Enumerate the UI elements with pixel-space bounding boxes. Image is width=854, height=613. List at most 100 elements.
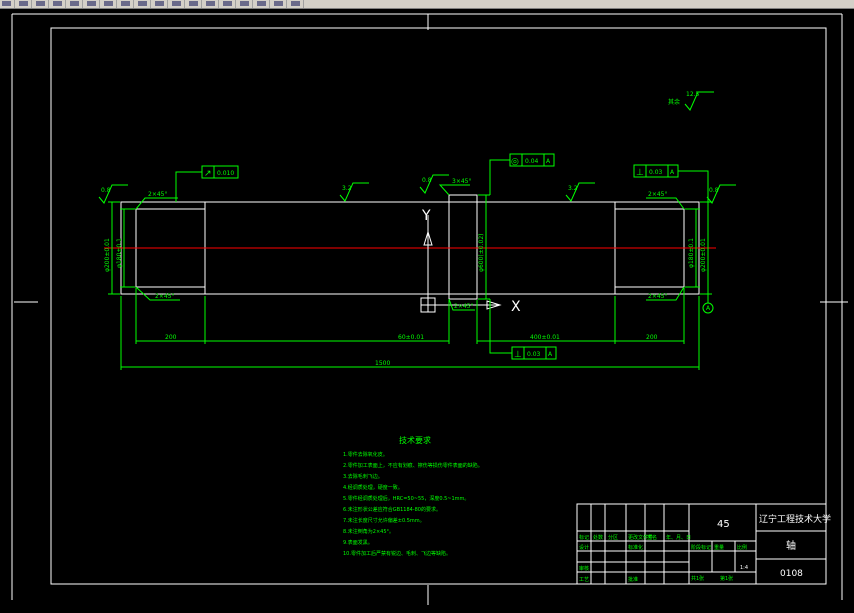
open-button[interactable] xyxy=(17,0,32,8)
rough-corner-note: 其余 xyxy=(668,98,680,106)
zoom-previous-button[interactable] xyxy=(204,0,219,8)
drawing-frame xyxy=(50,27,827,585)
open-icon xyxy=(19,1,28,6)
tech-item: 2.零件加工表面上，不应有划痕、擦伤等损伤零件表面的缺陷。 xyxy=(343,462,483,469)
dim-collar-pos: 60±0.01 xyxy=(398,334,424,341)
dim-right-outer: φ200±0.01 xyxy=(700,238,707,272)
rough-collar: 0.8 xyxy=(422,177,432,184)
tol-conc-value: 0.04 xyxy=(525,158,539,165)
tol-perp-bottom-symbol: ⊥ xyxy=(514,350,522,360)
rough-corner: 12.5 xyxy=(686,91,700,98)
dim-left-len: 200 xyxy=(165,334,177,341)
chamfer-collar-bottom: 2×45° xyxy=(454,303,473,310)
tech-title: 技术要求 xyxy=(399,435,431,445)
paste-icon xyxy=(104,1,113,6)
pan-icon xyxy=(155,1,164,6)
tb-cell: 第1张 xyxy=(720,575,733,582)
help-icon xyxy=(291,1,300,6)
match-button[interactable] xyxy=(255,0,270,8)
tb-cell: 共1张 xyxy=(691,575,704,582)
save-icon xyxy=(36,1,45,6)
new-button[interactable] xyxy=(0,0,15,8)
datum-label: A xyxy=(706,305,711,312)
tb-cell: 重量 xyxy=(714,544,724,551)
tb-cell: 比例 xyxy=(737,544,747,551)
zoom-icon xyxy=(172,1,181,6)
tech-item: 6.未注形状公差应符合GB1184-80的要求。 xyxy=(343,506,441,513)
copy-button[interactable] xyxy=(85,0,100,8)
match-icon xyxy=(257,1,266,6)
dim-left-outer: φ200±0.01 xyxy=(104,238,111,272)
redo-icon xyxy=(138,1,147,6)
tol-perp-right-value: 0.03 xyxy=(649,169,663,176)
chamfer-bottom-left: 2×45° xyxy=(155,293,174,300)
cut-button[interactable] xyxy=(68,0,83,8)
zoom-window-button[interactable] xyxy=(187,0,202,8)
chamfer-collar-top: 3×45° xyxy=(452,178,471,185)
tech-item: 7.未注长度尺寸允许偏差±0.5mm。 xyxy=(343,517,425,524)
tb-cell: 年、月、日 xyxy=(666,534,691,541)
block-button[interactable] xyxy=(272,0,287,8)
tech-item: 10.零件加工后严禁有锐边、毛刺、飞边等缺陷。 xyxy=(343,550,451,557)
dim-right-inner: φ180±0.1 xyxy=(688,238,695,268)
tb-part-name: 轴 xyxy=(786,539,796,552)
save-button[interactable] xyxy=(34,0,49,8)
tb-cell: 设计 xyxy=(579,544,589,551)
tech-requirements: 技术要求 1.零件去除氧化皮。 2.零件加工表面上，不应有划痕、擦伤等损伤零件表… xyxy=(343,435,483,557)
zoom-button[interactable] xyxy=(170,0,185,8)
tol-conc-datum: A xyxy=(546,158,551,165)
tb-cell: 阶段标记 xyxy=(691,544,711,551)
dimension-text: 12.5 其余 0.8 3.2 0.8 3.2 0.8 ↗ 0.010 ◎ 0.… xyxy=(101,91,719,367)
properties-button[interactable] xyxy=(221,0,236,8)
rough-left-body: 3.2 xyxy=(342,185,352,192)
chamfer-top-left: 2×45° xyxy=(148,191,167,198)
ucs-y-label: Y xyxy=(421,208,431,224)
paste-button[interactable] xyxy=(102,0,117,8)
properties-icon xyxy=(223,1,232,6)
ucs-x-label: X xyxy=(511,299,521,315)
tb-cell: 分区 xyxy=(608,534,618,541)
zoom-previous-icon xyxy=(206,1,215,6)
tol-runout-symbol: ↗ xyxy=(204,169,212,179)
sheet-markers xyxy=(11,13,848,605)
layer-button[interactable] xyxy=(238,0,253,8)
tb-cell: 工艺 xyxy=(579,577,589,583)
block-icon xyxy=(274,1,283,6)
tol-conc-symbol: ◎ xyxy=(511,157,519,167)
tol-perp-right-datum: A xyxy=(670,169,675,176)
pan-button[interactable] xyxy=(153,0,168,8)
rough-right-body: 3.2 xyxy=(568,185,578,192)
tol-perp-bottom-datum: A xyxy=(548,351,553,358)
help-button[interactable] xyxy=(289,0,304,8)
rough-right-end: 0.8 xyxy=(709,187,719,194)
tb-school: 辽宁工程技术大学 xyxy=(759,513,831,525)
tech-item: 3.去除毛刺飞边。 xyxy=(343,473,383,480)
undo-button[interactable] xyxy=(119,0,134,8)
tech-item: 8.未注倒角为2×45°。 xyxy=(343,528,394,535)
layer-icon xyxy=(240,1,249,6)
print-icon xyxy=(53,1,62,6)
print-button[interactable] xyxy=(51,0,66,8)
tech-item: 9.表面发黑。 xyxy=(343,539,373,546)
collar xyxy=(448,194,478,300)
toolbar xyxy=(0,0,854,9)
undo-icon xyxy=(121,1,130,6)
tb-cell: 更改文件号 xyxy=(628,534,653,541)
tb-drawing-no: 0108 xyxy=(780,569,803,579)
zoom-window-icon xyxy=(189,1,198,6)
tb-cell: 批准 xyxy=(628,576,638,583)
tb-cell: 签名 xyxy=(647,534,657,541)
copy-icon xyxy=(87,1,96,6)
tol-perp-bottom-value: 0.03 xyxy=(527,351,541,358)
dimensions xyxy=(98,91,736,370)
new-icon xyxy=(2,1,11,6)
dim-mid-len: 400±0.01 xyxy=(530,334,560,341)
ucs-icon: Y X xyxy=(420,208,521,315)
redo-button[interactable] xyxy=(136,0,151,8)
dim-right-len: 200 xyxy=(646,334,658,341)
title-block: 45 辽宁工程技术大学 轴 0108 1:4 标记 处数 分区 更改文件号 签名… xyxy=(576,503,831,585)
tech-item: 4.经调质处理，硬度一致。 xyxy=(343,484,403,491)
tol-runout-value: 0.010 xyxy=(217,170,234,177)
dim-left-inner: φ180±0.1 xyxy=(116,238,123,268)
tb-scale: 1:4 xyxy=(740,565,748,571)
